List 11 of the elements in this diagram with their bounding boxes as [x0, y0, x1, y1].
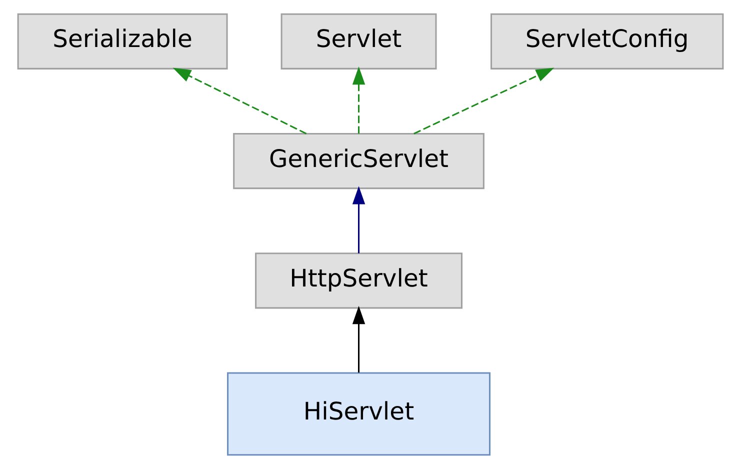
node-box: Serializable [16, 13, 228, 70]
node-box: ServletConfig [490, 13, 724, 70]
node-box: Servlet [280, 13, 436, 70]
node-box: HiServlet [226, 372, 490, 456]
node-box: HttpServlet [254, 252, 462, 309]
arrow [352, 186, 365, 254]
arrow [172, 68, 306, 134]
node-box: GenericServlet [232, 133, 484, 190]
arrow [352, 66, 365, 134]
arrow [352, 306, 365, 373]
arrow [413, 68, 554, 134]
